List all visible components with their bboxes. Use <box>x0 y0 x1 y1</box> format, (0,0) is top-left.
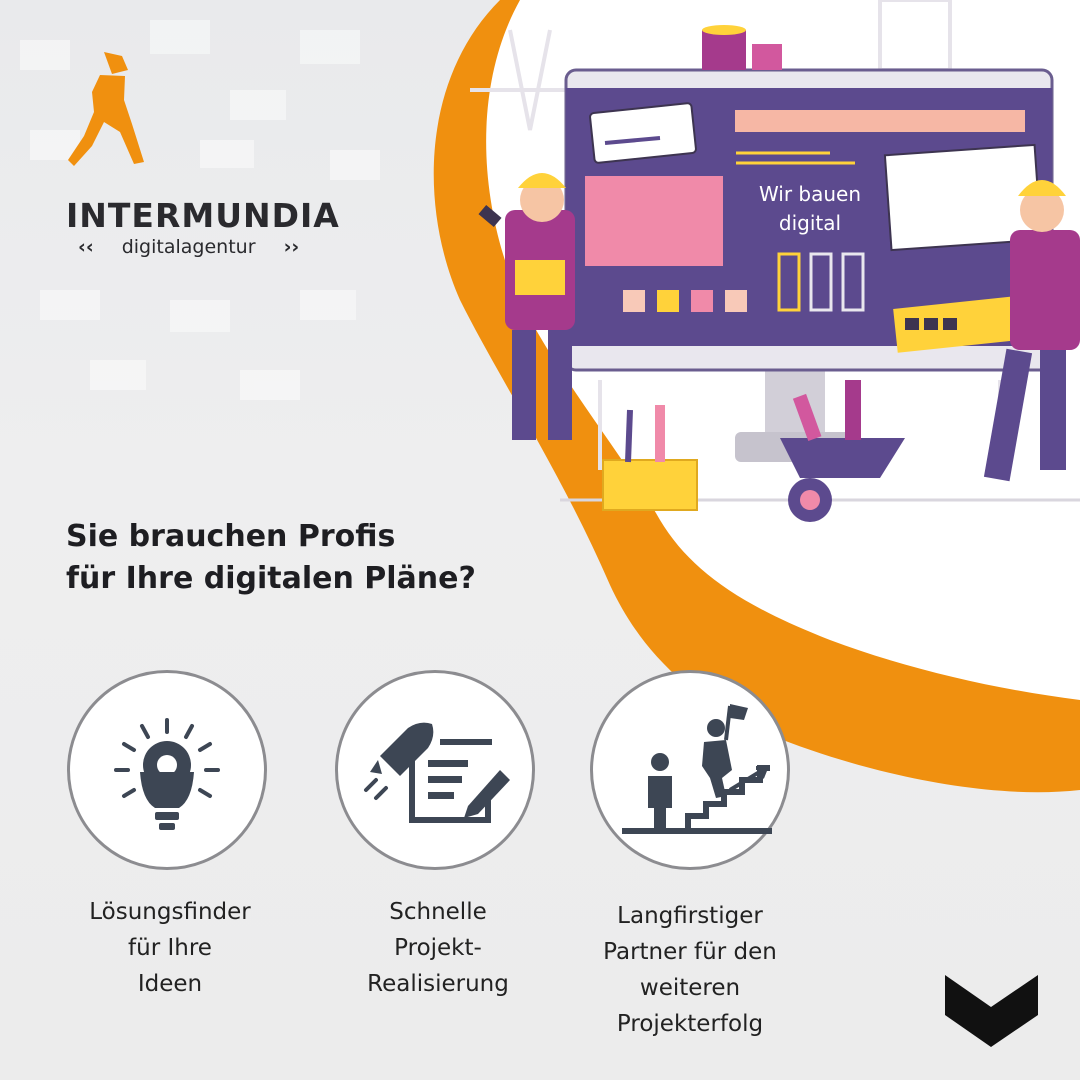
feature-2-line-3: Realisierung <box>367 971 509 997</box>
screen-squares <box>623 290 747 312</box>
headline: Sie brauchen Profis für Ihre digitalen P… <box>66 516 476 600</box>
rocket-document-icon <box>364 722 510 823</box>
feature-label-1: Lösungsfinder für Ihre Ideen <box>40 894 300 1002</box>
board-text: Wir bauen digital <box>740 180 880 238</box>
brand-tagline-row: ‹‹ digitalagentur ›› <box>78 236 299 258</box>
brand-tagline: digitalagentur <box>121 236 256 258</box>
headline-line2: für Ihre digitalen Pläne? <box>66 561 476 596</box>
feature-label-3: Langfirstiger Partner für den weiteren P… <box>560 898 820 1042</box>
feature-3-line-3: weiteren <box>639 975 741 1001</box>
tagline-prefix: ‹‹ <box>78 236 94 258</box>
feature-label-2: Schnelle Projekt- Realisierung <box>308 894 568 1002</box>
feature-1-line-2: für Ihre <box>128 935 212 961</box>
headline-line1: Sie brauchen Profis <box>66 519 396 554</box>
toolbox <box>602 459 698 511</box>
tagline-suffix: ›› <box>283 236 300 258</box>
feature-3-line-1: Langfirstiger <box>617 903 763 929</box>
wheelbarrow <box>780 438 905 478</box>
feature-3-line-2: Partner für den <box>603 939 777 965</box>
feature-2-line-1: Schnelle <box>389 899 487 925</box>
screen-bar <box>735 110 1025 132</box>
walking-figure-icon <box>68 52 144 166</box>
feature-3-line-4: Projekterfolg <box>616 1011 764 1037</box>
worker-right <box>983 180 1080 482</box>
feature-2-line-2: Projekt- <box>394 935 482 961</box>
hanging-sign <box>589 102 697 164</box>
board-text-line2: digital <box>778 211 842 235</box>
stairs-flag-icon <box>622 704 772 834</box>
feature-1-line-3: Ideen <box>137 971 203 997</box>
feature-circle-2 <box>335 670 535 870</box>
lightbulb-gear-icon <box>114 718 220 830</box>
feature-1-line-1: Lösungsfinder <box>89 899 251 925</box>
worker-left <box>478 173 575 440</box>
paint-can <box>702 30 746 70</box>
brand-name: INTERMUNDIA <box>66 196 340 235</box>
screen-pink-panel <box>585 176 723 266</box>
board-text-line1: Wir bauen <box>758 182 862 206</box>
background-pattern <box>20 20 380 400</box>
chevron-down-icon[interactable] <box>945 975 1038 1047</box>
screen-bars <box>777 252 865 312</box>
